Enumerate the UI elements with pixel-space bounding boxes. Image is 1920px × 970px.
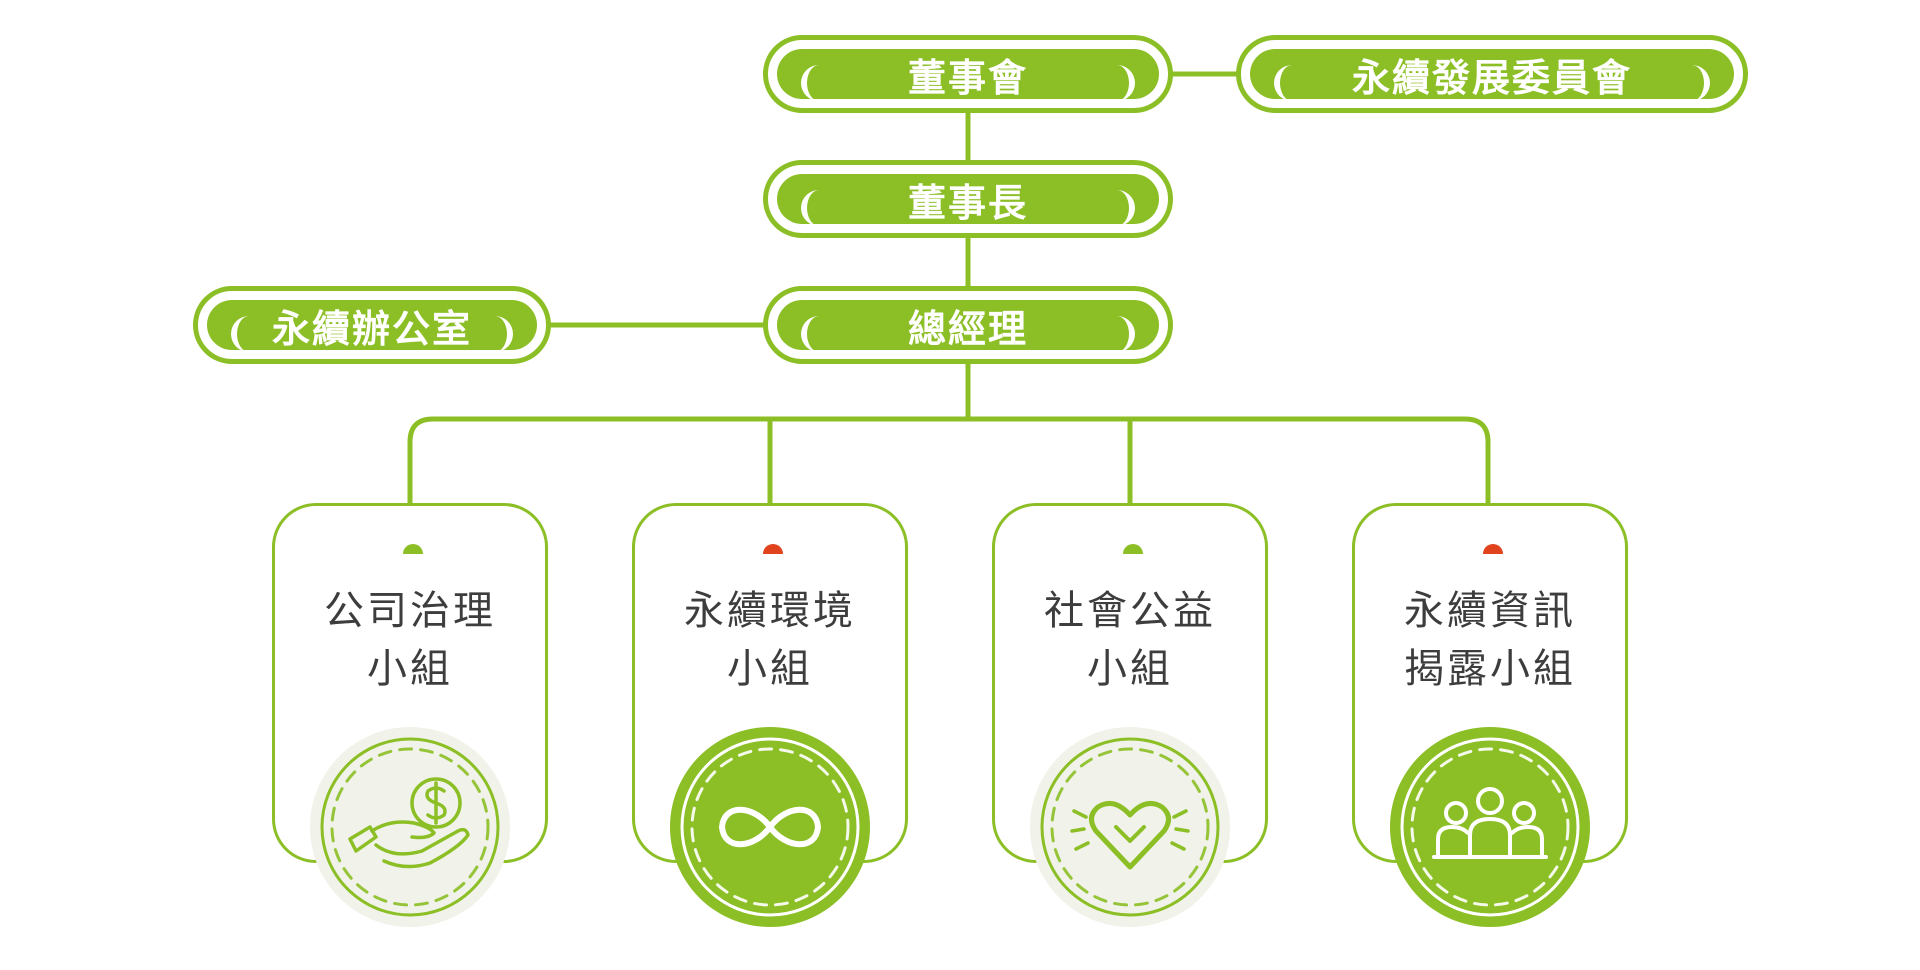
right-bracket-icon	[1115, 190, 1135, 226]
left-bracket-icon	[231, 316, 251, 352]
group-title-line1: 公司治理	[324, 588, 496, 634]
group-title-line2: 揭露小組	[1404, 646, 1576, 692]
left-bracket-icon	[801, 190, 821, 226]
group-title: 永續環境 小組	[635, 582, 905, 698]
left-bracket-icon	[801, 316, 821, 352]
right-bracket-icon	[493, 316, 513, 352]
committee-pill: 永續發展委員會	[1236, 35, 1748, 113]
board-pill: 董事會	[763, 35, 1173, 113]
chairman-pill: 董事長	[763, 160, 1173, 238]
left-bracket-icon	[801, 65, 821, 101]
group-title: 社會公益 小組	[995, 582, 1265, 698]
right-bracket-icon	[1115, 65, 1135, 101]
right-bracket-icon	[1115, 316, 1135, 352]
group-title-line1: 社會公益	[1044, 588, 1216, 634]
money-hand-icon	[310, 727, 510, 927]
status-dot	[403, 544, 423, 554]
group-title-line2: 小組	[727, 646, 813, 692]
group-title-line1: 永續資訊	[1404, 588, 1576, 634]
people-group-icon	[1390, 727, 1590, 927]
group-title: 公司治理 小組	[275, 582, 545, 698]
committee-label: 永續發展委員會	[1351, 55, 1632, 100]
right-bracket-icon	[1690, 65, 1710, 101]
group-title-line2: 小組	[367, 646, 453, 692]
status-dot	[1483, 544, 1503, 554]
office-label: 永續辦公室	[271, 306, 472, 351]
office-pill: 永續辦公室	[193, 286, 551, 364]
connector-branch-bar	[407, 416, 1491, 506]
infinity-icon	[670, 727, 870, 927]
group-title-line1: 永續環境	[684, 588, 856, 634]
left-bracket-icon	[1274, 65, 1294, 101]
group-title: 永續資訊 揭露小組	[1355, 582, 1625, 698]
status-dot	[763, 544, 783, 554]
heart-icon	[1030, 727, 1230, 927]
status-dot	[1123, 544, 1143, 554]
gm-pill: 總經理	[763, 286, 1173, 364]
gm-label: 總經理	[907, 306, 1028, 351]
board-label: 董事會	[907, 55, 1028, 100]
chairman-label: 董事長	[907, 180, 1028, 225]
group-title-line2: 小組	[1087, 646, 1173, 692]
